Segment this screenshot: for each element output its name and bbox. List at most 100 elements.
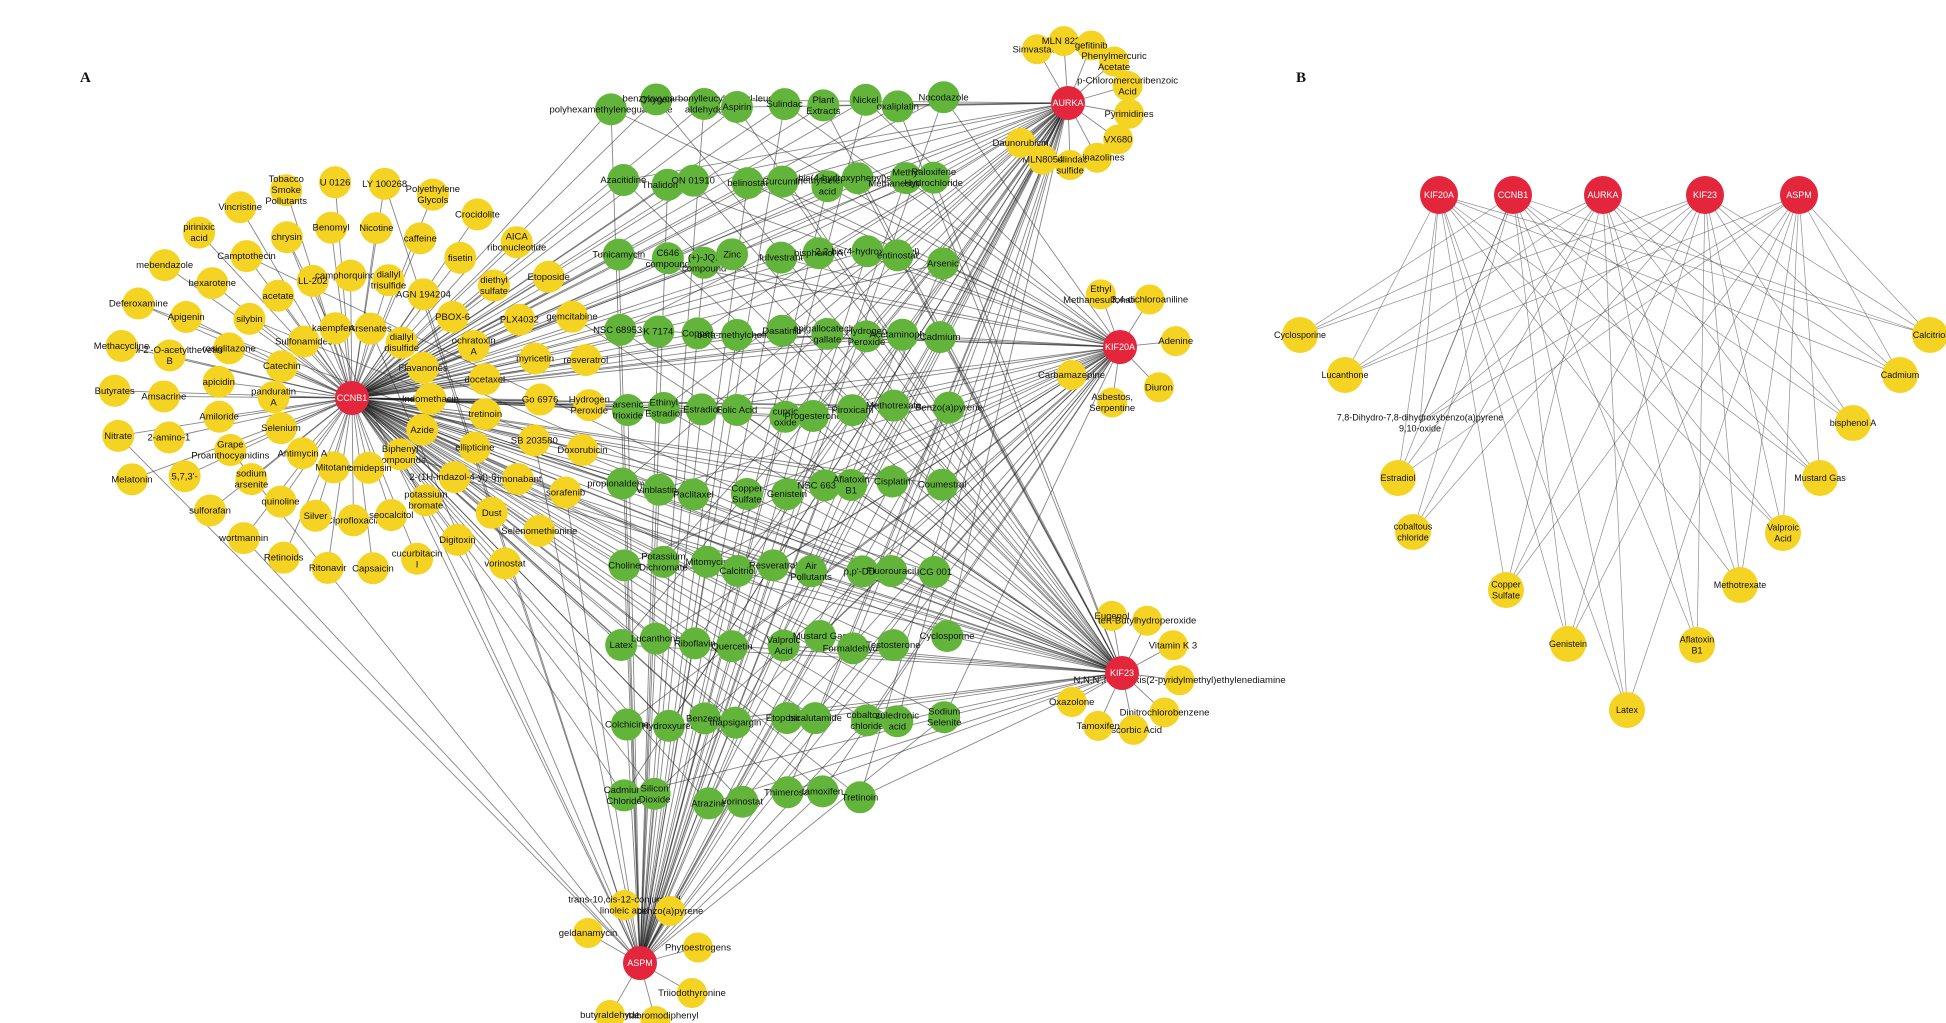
kif23_leaves-leaf-ascorbic-acid-circle[interactable] xyxy=(1118,714,1149,745)
shared-compound-node-polyhexamethyleneguanidine-circle[interactable] xyxy=(595,93,628,126)
compound-node-2-1h-indazol-4-yl-6[interactable]: 2-(1H-indazol-4-yl)-6- xyxy=(409,461,500,494)
compound-node-deferoxamine[interactable]: Deferoxamine xyxy=(109,287,168,320)
compound-node-plx4032-circle[interactable] xyxy=(503,303,536,336)
compound-node-myricetin-circle[interactable] xyxy=(519,342,552,375)
compound-node-resveratrol-circle[interactable] xyxy=(569,344,602,377)
compound-node-nitrate-circle[interactable] xyxy=(102,419,135,452)
compound-node-sorafenib-circle[interactable] xyxy=(549,476,582,509)
shared-compound-node-resveratrol[interactable]: Resveratrol xyxy=(749,549,798,582)
shared-compound-node-colchicine-circle[interactable] xyxy=(610,708,643,741)
compound-node-methacycline[interactable]: Methacycline xyxy=(94,330,149,363)
shared-compound-node-nocodazole[interactable]: Nocodazole xyxy=(918,81,969,114)
panel-b-compound-valproic-acid-circle[interactable] xyxy=(1765,515,1801,551)
compound-node-catechin-circle[interactable] xyxy=(265,350,298,383)
shared-compound-node-tamoxifen-circle[interactable] xyxy=(806,775,839,808)
shared-compound-node-etoposide-circle[interactable] xyxy=(770,702,803,735)
compound-node-ly-100268[interactable]: LY 100268 xyxy=(362,167,407,200)
aspm_leaves-leaf-pentabromodiphenyl-ether[interactable]: pentabromodiphenylether xyxy=(612,1005,699,1023)
shared-compound-node-atrazine-circle[interactable] xyxy=(692,787,725,820)
compound-node-vincristine-circle[interactable] xyxy=(224,191,257,224)
shared-compound-node-belinostat[interactable]: belinostat xyxy=(727,167,768,200)
shared-compound-node-hydrogen-peroxide-circle[interactable] xyxy=(850,320,883,353)
shared-compound-node-tamoxifen[interactable]: tamoxifen xyxy=(802,775,843,808)
shared-compound-node-riboflavin[interactable]: Riboflavin xyxy=(674,627,716,660)
gene-hub-ccnb1[interactable]: CCNB1 xyxy=(335,381,369,415)
compound-node-pirinixic-acid-circle[interactable] xyxy=(183,216,216,249)
shared-compound-node-atrazine[interactable]: Atrazine xyxy=(691,787,726,820)
aurka_leaves-leaf-daunorubicin-circle[interactable] xyxy=(1005,127,1036,158)
shared-compound-node-tunicamycin[interactable]: Tunicamycin xyxy=(592,238,645,271)
shared-compound-node-p-p-ddt[interactable]: p,p'-DDT xyxy=(844,555,882,588)
compound-node-seocalcitol-circle[interactable] xyxy=(375,499,408,532)
compound-node-vincristine[interactable]: Vincristine xyxy=(218,191,262,224)
shared-compound-node-thimerosal-circle[interactable] xyxy=(771,776,804,809)
compound-node-etoposide-circle[interactable] xyxy=(532,260,565,293)
shared-compound-node-arsenic[interactable]: Arsenic xyxy=(926,247,959,280)
compound-node-mebendazole-circle[interactable] xyxy=(148,249,181,282)
aurka_leaves-leaf-sulindac-sulfide-circle[interactable] xyxy=(1055,149,1086,180)
shared-compound-node-genistein[interactable]: Genistein xyxy=(767,478,807,511)
panel-b-compound-methotrexate-circle[interactable] xyxy=(1722,567,1758,603)
shared-compound-node-progesterone-circle[interactable] xyxy=(796,399,829,432)
shared-compound-node-raloxifene-hydrochloride-circle[interactable] xyxy=(917,161,950,194)
compound-node-ochratoxin-a-circle[interactable] xyxy=(457,329,490,362)
shared-compound-node-hydroxyurea[interactable]: Hydroxyurea xyxy=(642,709,697,742)
shared-compound-node-arsenic-trioxide-circle[interactable] xyxy=(611,394,644,427)
aurka_leaves-leaf-p-chloromercuribenzoic-acid-circle[interactable] xyxy=(1112,70,1143,101)
compound-node-mitotane[interactable]: Mitotane xyxy=(315,451,352,484)
compound-node-dust[interactable]: Dust xyxy=(475,496,508,529)
compound-node-rosiglitazone-circle[interactable] xyxy=(213,332,246,365)
kif20a_leaves-leaf-diuron-circle[interactable] xyxy=(1143,372,1174,403)
gene-hub-aurka-circle[interactable] xyxy=(1051,86,1085,120)
kif20a_leaves-leaf-asbestos-serpentine-circle[interactable] xyxy=(1097,387,1128,418)
shared-compound-node-aflatoxin-b1-circle[interactable] xyxy=(835,468,868,501)
shared-compound-node-polyhexamethyleneguanidine[interactable]: polyhexamethyleneguanidine xyxy=(549,93,673,126)
shared-compound-node-2-2-bis-4-hydroxyphenyl-circle[interactable] xyxy=(851,235,884,268)
compound-node-hydrogen-peroxide-circle[interactable] xyxy=(573,389,606,422)
compound-node-indomethacin[interactable]: Indomethacin xyxy=(402,382,459,415)
shared-compound-node-cyclosporine[interactable]: Cyclosporine xyxy=(920,620,975,653)
shared-compound-node-propionaldehyde-circle[interactable] xyxy=(606,467,639,500)
shared-compound-node-c646-compound-circle[interactable] xyxy=(651,242,684,275)
shared-compound-node-coumestrol[interactable]: Coumestrol xyxy=(918,468,967,501)
aspm_leaves-leaf-phytoestrogens[interactable]: Phytoestrogens xyxy=(665,932,731,963)
shared-compound-node-paclitaxel[interactable]: Paclitaxel xyxy=(673,478,714,511)
shared-compound-node-latex[interactable]: Latex xyxy=(605,629,638,662)
shared-compound-node-beta-methylcholine-circle[interactable] xyxy=(720,318,753,351)
compound-node-ciprofloxacin[interactable]: Ciprofloxacin xyxy=(326,504,381,537)
kif20a_leaves-leaf-carbamazepine[interactable]: Carbamazepine xyxy=(1038,360,1105,390)
shared-compound-node-methotrexate[interactable]: Methotrexate xyxy=(866,389,921,422)
compound-node-ll-202[interactable]: LL-202 xyxy=(296,264,329,297)
compound-node-potassium-bromate-circle[interactable] xyxy=(409,484,442,517)
compound-node-5-7-3-circle[interactable] xyxy=(168,460,201,493)
panel-b-gene-aspm-circle[interactable] xyxy=(1780,176,1818,214)
shared-compound-node-dasatinib[interactable]: Dasatinib xyxy=(762,314,802,347)
compound-node-aica-ribonucleotide-circle[interactable] xyxy=(500,226,533,259)
kif20a_leaves-leaf-ethyl-methanesulfonate-circle[interactable] xyxy=(1085,279,1116,310)
shared-compound-node-piroxicam[interactable]: Piroxicam xyxy=(832,394,874,427)
shared-compound-node-cadmium[interactable]: Cadmium xyxy=(920,321,961,354)
shared-compound-node-lucanthone[interactable]: Lucanthone xyxy=(631,622,681,655)
aurka_leaves-leaf-phenylmercuric-acetate-circle[interactable] xyxy=(1099,46,1130,77)
panel-b-compound-estradiol[interactable]: Estradiol xyxy=(1380,460,1416,496)
aurka_leaves-leaf-mln8054-circle[interactable] xyxy=(1027,144,1058,175)
panel-b-compound-lucanthone-circle[interactable] xyxy=(1327,357,1363,393)
shared-compound-node-oxaliplatin[interactable]: oxaliplatin xyxy=(877,90,919,123)
shared-compound-node-calcitriol[interactable]: Calcitriol xyxy=(720,555,756,588)
compound-node-retinoids-circle[interactable] xyxy=(267,541,300,574)
panel-b-compound-estradiol-circle[interactable] xyxy=(1380,460,1416,496)
gene-hub-kif23[interactable]: KIF23 xyxy=(1105,656,1139,690)
compound-node-sulforafan-circle[interactable] xyxy=(194,494,227,527)
